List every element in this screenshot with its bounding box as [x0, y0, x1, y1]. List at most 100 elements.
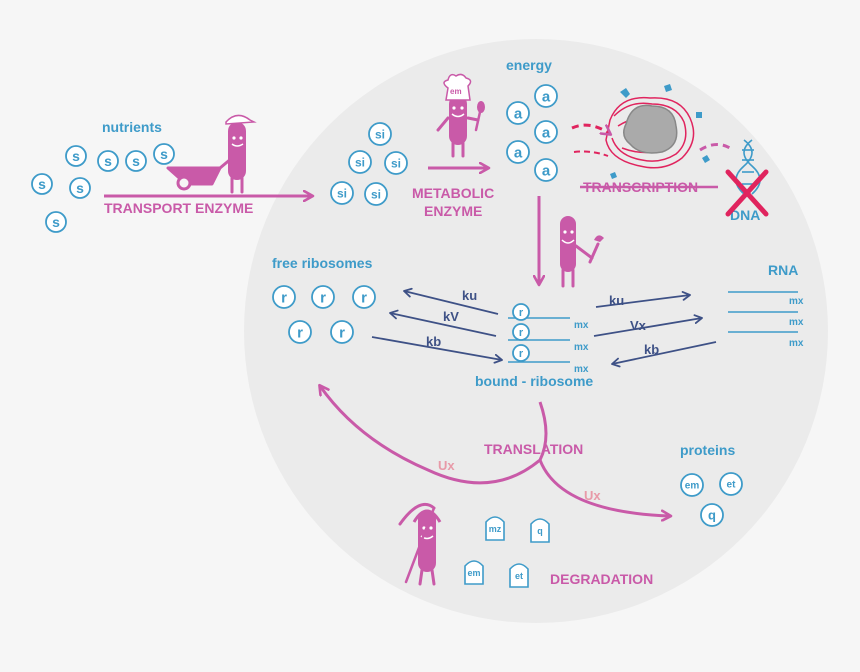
chef-hat-icon: em [443, 73, 472, 101]
energy-label: energy [506, 57, 552, 73]
svg-text:r: r [361, 289, 367, 306]
translation-label: TRANSLATION [484, 441, 583, 457]
spoon-icon [474, 101, 485, 132]
protein-et: et [719, 472, 743, 496]
bound-ribosome-cluster: rrr mx mx mx [508, 303, 589, 375]
nutrient-molecule: s [31, 173, 53, 195]
ribosome-worker-character [560, 216, 604, 288]
kb-left-label: kb [426, 334, 441, 349]
translation-recycle-arrow [320, 386, 548, 485]
red-cross-icon [725, 169, 769, 217]
tombstone-icon: em [464, 560, 484, 585]
svg-text:r: r [320, 289, 326, 306]
bound-ribosome: r [512, 344, 530, 362]
degradation-label: DEGRADATION [550, 571, 653, 587]
rna-strands: mx mx mx [728, 291, 804, 349]
svg-text:a: a [514, 144, 523, 161]
protein-q: q [700, 503, 724, 527]
svg-text:s: s [72, 148, 80, 164]
svg-text:a: a [514, 105, 523, 122]
svg-text:si: si [355, 155, 365, 169]
grim-reaper-character [398, 503, 442, 586]
svg-text:r: r [519, 327, 524, 339]
kb-right-arrow [611, 341, 717, 368]
transport-enzyme-character: et [225, 114, 257, 194]
ku-right-label: ku [609, 293, 624, 308]
bound-mrna-label-3: mx [574, 364, 589, 375]
nutrient-molecule: s [97, 150, 119, 172]
vx-right-arrow [593, 314, 703, 337]
svg-text:s: s [38, 176, 46, 192]
svg-text:r: r [519, 348, 524, 360]
svg-text:s: s [52, 214, 60, 230]
energy-molecule: a [534, 84, 558, 108]
svg-text:r: r [519, 307, 524, 319]
svg-text:et: et [515, 571, 523, 581]
nutrient-molecule: s [125, 150, 147, 172]
bound-mrna-label-1: mx [574, 320, 589, 331]
svg-text:em: em [685, 481, 700, 492]
rna-label: RNA [768, 262, 798, 278]
nucleus-blob-icon [571, 84, 731, 179]
tombstone-icon: et [509, 563, 529, 588]
free-ribosome: r [311, 285, 335, 309]
wheelbarrow-icon [166, 156, 234, 191]
metabolic-enzyme-character: em [436, 73, 485, 158]
internal-nutrient-molecule: si [368, 122, 392, 146]
scythe-icon [398, 503, 436, 584]
svg-text:r: r [281, 289, 287, 306]
bound-ribosome: r [512, 303, 530, 321]
internal-nutrient-molecule: si [364, 182, 388, 206]
energy-molecule: a [506, 140, 530, 164]
dna-label: DNA [730, 207, 760, 223]
bound-mrna-label-2: mx [574, 342, 589, 353]
free-ribosome: r [352, 285, 376, 309]
internal-nutrient-molecule: si [384, 151, 408, 175]
transport-enzyme-label: TRANSPORT ENZYME [104, 200, 253, 216]
svg-text:si: si [391, 156, 401, 170]
nutrient-molecule: s [65, 145, 87, 167]
svg-text:si: si [371, 187, 381, 201]
kb-left-arrow [371, 336, 503, 364]
tombstone-icon: q [530, 518, 550, 543]
proteins-label: proteins [680, 442, 735, 458]
kb-right-label: kb [644, 342, 659, 357]
ux-left-label: Ux [438, 458, 455, 473]
svg-text:a: a [542, 88, 551, 105]
energy-molecule: a [534, 158, 558, 182]
nutrients-label: nutrients [102, 119, 162, 135]
svg-text:a: a [542, 124, 551, 141]
svg-text:s: s [76, 180, 84, 196]
energy-molecule: a [506, 101, 530, 125]
rna-mrna-label-2: mx [789, 317, 804, 328]
svg-text:em: em [467, 568, 480, 578]
bound-ribosome: r [512, 323, 530, 341]
free-ribosome: r [272, 285, 296, 309]
rna-mrna-label-3: mx [789, 338, 804, 349]
svg-text:q: q [537, 526, 543, 536]
kv-left-label: kV [443, 309, 459, 324]
svg-text:r: r [339, 324, 345, 341]
svg-text:si: si [375, 127, 385, 141]
svg-text:si: si [337, 186, 347, 200]
chef-hat-label: em [450, 87, 462, 96]
svg-text:s: s [160, 146, 168, 162]
kv-left-arrow [389, 309, 497, 337]
vx-right-label: Vx [630, 318, 647, 333]
svg-text:s: s [132, 153, 140, 169]
nutrient-molecule: s [69, 177, 91, 199]
protein-em: em [680, 473, 704, 497]
ku-left-label: ku [462, 288, 477, 303]
metabolic-enzyme-label-2: ENZYME [424, 203, 482, 219]
bound-ribosome-label: bound - ribosome [475, 373, 593, 389]
free-ribosomes-label: free ribosomes [272, 255, 373, 271]
translation-protein-arrow [538, 459, 670, 516]
ku-left-arrow [403, 287, 499, 315]
svg-text:et: et [727, 480, 737, 491]
